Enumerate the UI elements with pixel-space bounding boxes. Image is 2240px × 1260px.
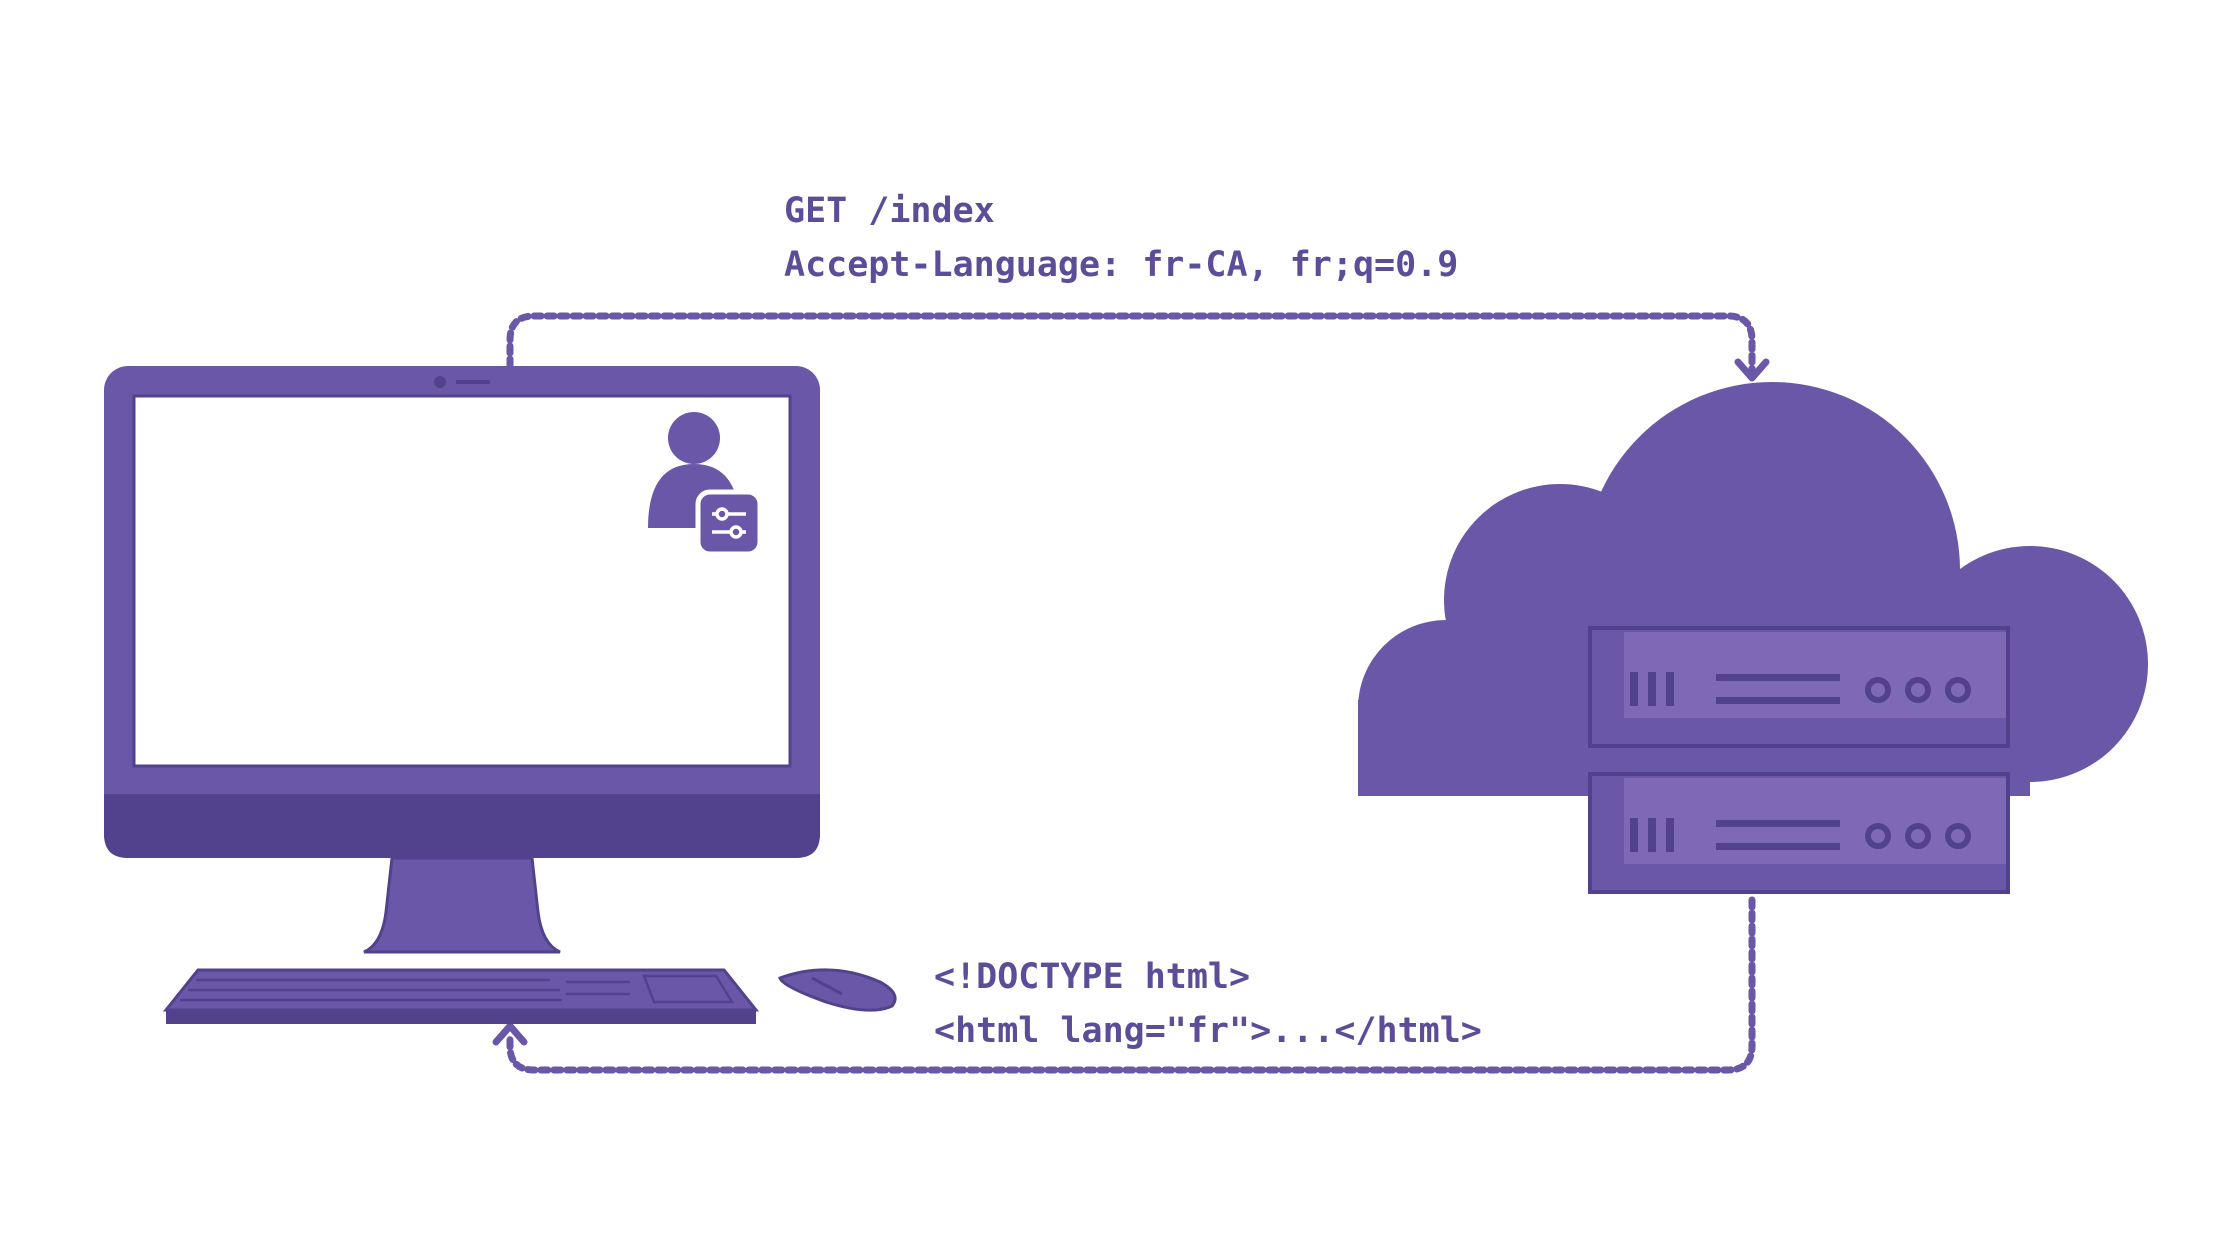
- request-line-1: GET /index: [784, 191, 995, 231]
- user-settings-icon: [648, 412, 763, 557]
- response-line-2: <html lang="fr">...</html>: [934, 1011, 1482, 1051]
- response-line-1: <!DOCTYPE html>: [934, 957, 1250, 997]
- sliders-icon: [712, 507, 746, 539]
- server-icon: [1588, 626, 2010, 748]
- server-icon: [1588, 772, 2010, 894]
- response-arrow: [492, 896, 1756, 1074]
- keyboard-icon: [162, 968, 760, 1024]
- request-arrow: [506, 312, 1770, 382]
- request-line-2: Accept-Language: fr-CA, fr;q=0.9: [784, 245, 1458, 285]
- mouse-icon: [778, 968, 897, 1012]
